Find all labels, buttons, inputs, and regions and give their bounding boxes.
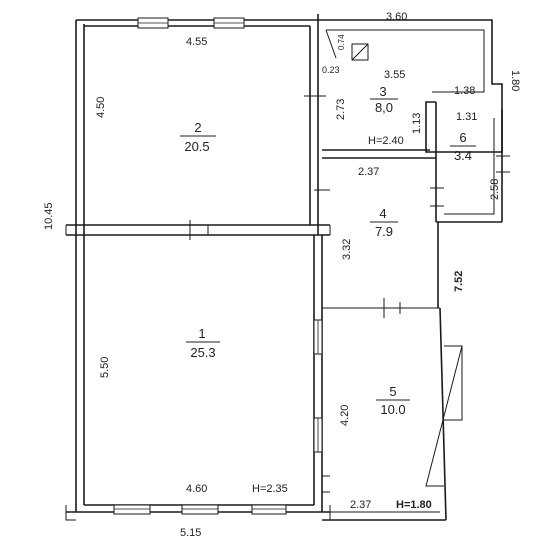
window-bottom-2	[181, 504, 219, 515]
room-5-number: 5	[389, 384, 396, 399]
room-5-area: 10.0	[380, 402, 405, 417]
room-6-label: 6 3.4	[450, 130, 476, 163]
dim-room3-step-height: 1.13	[411, 113, 423, 134]
room-labels: 1 25.3 2 20.5 3 8,0 4 7.9 5 10.0	[180, 84, 476, 417]
room-1-area: 25.3	[190, 345, 215, 360]
dim-room3-small-a: 0.74	[337, 34, 346, 50]
room-4-number: 4	[379, 206, 386, 221]
dimensions: 4.55 3.60 1.80 3.55 0.74 0.23 1.38 1.13 …	[43, 11, 521, 539]
room-4-label: 4 7.9	[370, 206, 398, 239]
room-3-label: 3 8,0	[370, 84, 398, 115]
door-tick-room3-top	[325, 29, 337, 59]
dim-room3-width: 3.55	[384, 69, 405, 81]
dim-room1-height: 5.50	[99, 357, 111, 378]
room3-fixture	[351, 43, 369, 61]
room-3-number: 3	[379, 84, 386, 99]
dim-total-height: 10.45	[43, 202, 55, 230]
dim-top-left-width: 4.55	[186, 36, 207, 48]
dim-bottom-total-width: 5.15	[180, 527, 201, 539]
dim-room2-height: 4.50	[95, 97, 107, 118]
dim-room5-height: 4.20	[339, 405, 351, 426]
walls	[65, 14, 503, 521]
room-6-area: 3.4	[454, 148, 472, 163]
room3-inner-top	[326, 29, 485, 93]
dim-room5-width: 2.37	[350, 499, 371, 511]
room3-fixture-diag	[351, 43, 369, 61]
room6-inner-right	[444, 118, 495, 215]
dim-room1-width: 4.60	[186, 483, 207, 495]
dim-room1-ceiling: H=2.35	[252, 483, 288, 495]
door-ticks	[189, 29, 510, 493]
room-5-label: 5 10.0	[376, 384, 410, 417]
room-2-area: 20.5	[184, 139, 209, 154]
room-2-number: 2	[194, 120, 201, 135]
window-bottom-1	[113, 504, 151, 515]
dim-room3-step-width: 1.38	[454, 85, 475, 97]
windows	[113, 17, 323, 515]
dim-room5-ceiling: H=1.80	[396, 499, 432, 511]
dim-room4-width: 2.37	[358, 166, 379, 178]
dim-room4-height: 3.32	[341, 239, 353, 260]
dim-room3-height: 2.73	[335, 99, 347, 120]
room-2-label: 2 20.5	[180, 120, 216, 154]
dim-room6-height: 2.58	[489, 179, 501, 200]
room5-right-wall	[439, 307, 447, 521]
bottom-left-cap	[65, 505, 76, 521]
room-1-number: 1	[198, 326, 205, 341]
room3-fixture-box	[351, 43, 369, 61]
window-bottom-3	[251, 504, 287, 515]
dim-room3-ceiling: H=2.40	[368, 135, 404, 147]
dim-room3-small-b: 0.23	[322, 65, 340, 75]
room-1-label: 1 25.3	[186, 326, 220, 360]
room5-ramp	[425, 345, 463, 487]
room-6-number: 6	[459, 130, 466, 145]
room-4-area: 7.9	[375, 224, 393, 239]
room-3-area: 8,0	[375, 100, 393, 115]
dim-right-total-height: 7.52	[453, 271, 465, 292]
dim-right-top-height: 1.80	[509, 70, 521, 91]
room5-ramp-edge	[444, 346, 463, 421]
dim-room6-width: 1.31	[456, 111, 477, 123]
dim-top-right-width: 3.60	[386, 11, 407, 23]
